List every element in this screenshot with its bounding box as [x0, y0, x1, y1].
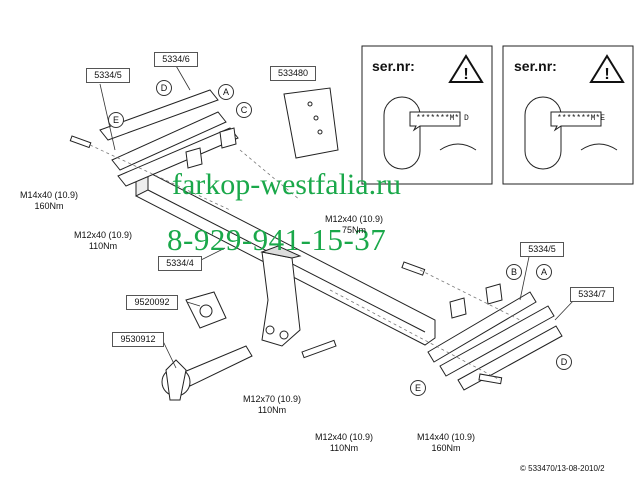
- copyright: © 533470/13-08-2010/2: [520, 464, 605, 473]
- part-label-5334-5-right: 5334/5: [520, 242, 564, 257]
- part-label-5334-6: 5334/6: [154, 52, 198, 67]
- torque-nm-1: 160Nm: [34, 201, 64, 211]
- torque-bolt-4: M12x70 (10.9): [242, 394, 302, 404]
- callout-e-left: E: [108, 112, 124, 128]
- torque-note-3: M12x40 (10.9) 75Nm: [308, 214, 400, 236]
- ser-nr-title-right: ser.nr:: [514, 58, 557, 74]
- torque-note-4: M12x70 (10.9) 110Nm: [226, 394, 318, 416]
- torque-bolt-2: M12x40 (10.9): [73, 230, 133, 240]
- ball-coupling: [161, 345, 253, 401]
- part-label-9520092: 9520092: [126, 295, 178, 310]
- torque-note-6: M14x40 (10.9) 160Nm: [400, 432, 492, 454]
- part-label-5334-7: 5334/7: [570, 287, 614, 302]
- spacers: [185, 127, 503, 319]
- part-label-5334-4: 5334/4: [158, 256, 202, 271]
- torque-note-1: M14x40 (10.9) 160Nm: [2, 190, 96, 212]
- torque-bolt-3: M12x40 (10.9): [324, 214, 384, 224]
- part-label-533480: 533480: [270, 66, 316, 81]
- ser-code-left: *******M* D: [416, 114, 469, 123]
- left-plates: [99, 89, 239, 187]
- torque-nm-4: 110Nm: [257, 405, 287, 415]
- warning-icons: ! !: [448, 54, 625, 83]
- torque-nm-3: 75Nm: [341, 225, 366, 235]
- callout-c-left: C: [236, 102, 252, 118]
- callout-b-right: B: [506, 264, 522, 280]
- bolts: [69, 135, 503, 385]
- right-plates: [427, 291, 563, 391]
- watermark-site: farkop-westfalia.ru: [172, 168, 402, 201]
- callout-a-right: A: [536, 264, 552, 280]
- socket-plate: [185, 291, 227, 329]
- callout-a-left: A: [218, 84, 234, 100]
- svg-text:!: !: [463, 66, 468, 83]
- svg-text:!: !: [604, 66, 609, 83]
- ser-panels: [361, 45, 634, 185]
- sticker: [283, 87, 339, 159]
- torque-note-5: M12x40 (10.9) 110Nm: [298, 432, 390, 454]
- torque-nm-2: 110Nm: [88, 241, 118, 251]
- watermark-phone: 8-929-941-15-37: [167, 222, 387, 257]
- torque-bolt-5: M12x40 (10.9): [314, 432, 374, 442]
- torque-note-2: M12x40 (10.9) 110Nm: [58, 230, 148, 252]
- part-label-5334-5-left: 5334/5: [86, 68, 130, 83]
- torque-bolt-1: M14x40 (10.9): [19, 190, 79, 200]
- ser-nr-title-left: ser.nr:: [372, 58, 415, 74]
- hitch-bracket: [260, 245, 302, 347]
- torque-bolt-6: M14x40 (10.9): [416, 432, 476, 442]
- torque-nm-5: 110Nm: [329, 443, 359, 453]
- assembly-lines: [89, 144, 521, 381]
- ser-code-right: *******M*E: [557, 114, 606, 123]
- torque-nm-6: 160Nm: [431, 443, 461, 453]
- callout-d-left: D: [156, 80, 172, 96]
- callout-e-right: E: [410, 380, 426, 396]
- part-label-9530912: 9530912: [112, 332, 164, 347]
- callout-d-right: D: [556, 354, 572, 370]
